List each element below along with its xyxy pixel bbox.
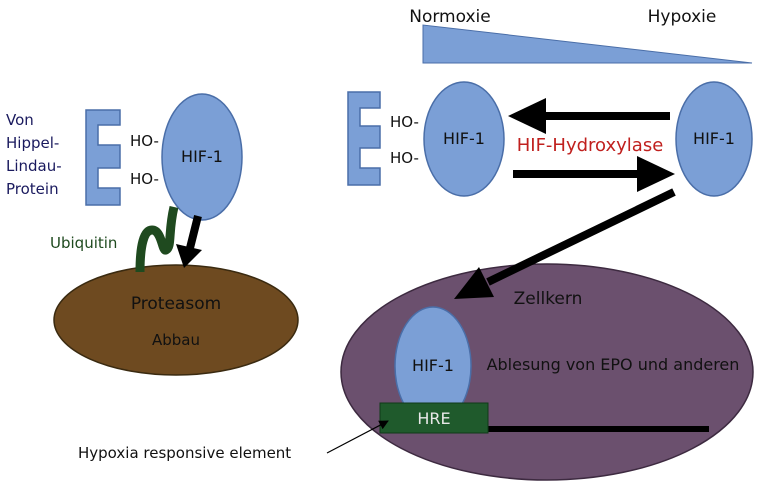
vhl-label-line-3: Lindau- [6,157,62,175]
vhl-label-line-2: Hippel- [6,134,59,152]
hif1-hypoxia-ellipse [675,81,753,197]
arrow-to-normoxia-head [508,98,546,134]
arrow-to-nucleus-shaft [486,188,676,286]
hif1-hypoxia-label: HIF-1 [693,129,735,148]
hre-caption: Hypoxia responsive element [78,444,291,462]
vhl-label-line-1: Von [6,111,34,129]
hypoxie-label: Hypoxie [648,7,717,27]
oxygen-gradient-wedge [422,24,753,64]
ubiquitin-label: Ubiquitin [50,234,117,252]
ubiquitin-chain [135,205,179,273]
hif1-normoxia-ellipse [423,81,505,197]
zellkern-label: Zellkern [514,289,583,309]
vhl-protein-shape [85,109,121,206]
arrow-hif-to-proteasom-shaft [186,215,202,249]
hif1-left-ellipse [161,93,243,221]
arrow-to-hypoxia-head [637,156,675,192]
hif1-left-label: HIF-1 [181,147,223,166]
hre-caption-pointer [326,420,389,454]
ho-left-bottom: HO- [130,170,159,188]
hif1-normoxia-label: HIF-1 [443,129,485,148]
vhl-protein-shape-right [347,91,381,186]
ablesung-label: Ablesung von EPO und anderen [487,355,740,374]
ho-right-top: HO- [390,113,419,131]
vhl-label: Von Hippel- Lindau- Protein [6,111,62,198]
proteasom-ellipse [53,264,299,376]
ho-left-top: HO- [130,132,159,150]
abbau-label: Abbau [152,331,200,349]
hre-box [379,402,489,434]
arrow-to-nucleus-head [454,267,494,299]
hre-label: HRE [417,409,450,428]
proteasom-label: Proteasom [131,294,221,314]
hydroxylase-label: HIF-Hydroxylase [517,135,664,156]
vhl-label-line-4: Protein [6,180,59,198]
ho-right-bottom: HO- [390,149,419,167]
normoxie-label: Normoxie [409,7,491,27]
arrow-hif-to-proteasom-head [176,244,202,268]
hif1-nucleus-label: HIF-1 [412,356,454,375]
